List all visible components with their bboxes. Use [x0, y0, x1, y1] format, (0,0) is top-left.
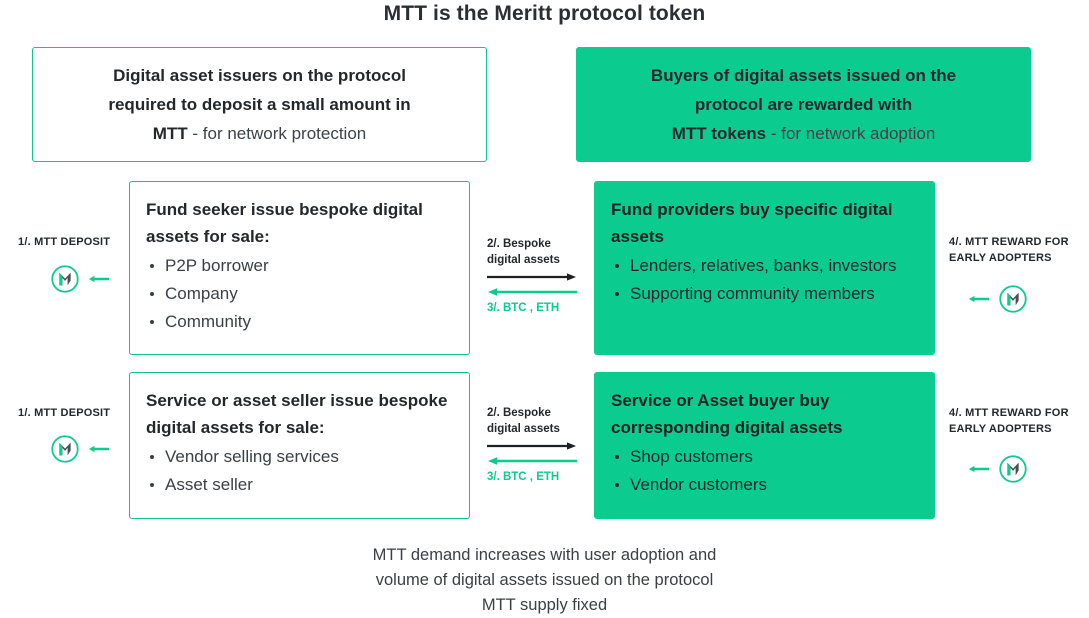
banner-line: required to deposit a small amount in — [108, 90, 410, 119]
arrow-left-icon — [488, 288, 577, 296]
mtt-token-logo — [999, 285, 1027, 313]
flow-label-line1: 2/. Bespoke — [487, 407, 551, 419]
arrow-left-icon — [88, 445, 110, 453]
mtt-token-logo — [51, 265, 79, 293]
panel-heading: Fund providers buy specific digital asse… — [611, 200, 893, 246]
list-item: P2P borrower — [146, 252, 453, 280]
panel-service-asset-buyer: Service or Asset buyer buy corresponding… — [594, 372, 935, 519]
list-item: Asset seller — [146, 471, 453, 499]
left-note-group-1 — [50, 264, 110, 294]
panel-fund-seeker: Fund seeker issue bespoke digital assets… — [129, 181, 470, 355]
banner-line: Digital asset issuers on the protocol — [113, 61, 406, 90]
panel-heading: Service or Asset buyer buy corresponding… — [611, 391, 843, 437]
banner-strong-text: Digital asset issuers on the protocol — [113, 66, 406, 85]
panel-body: Service or asset seller issue bespoke di… — [130, 373, 469, 518]
panel-list: P2P borrower Company Community — [146, 252, 453, 336]
flow-group-1: 2/. Bespoke digital assets 3/. BTC , ETH — [487, 236, 583, 316]
arrow-left-icon — [968, 465, 990, 473]
list-item: Company — [146, 280, 453, 308]
flow-label-bottom: 3/. BTC , ETH — [487, 302, 560, 314]
flow-arrows — [487, 272, 583, 299]
list-item: Vendor selling services — [146, 443, 453, 471]
right-note-label-1: 4/. MTT REWARD FOR EARLY ADOPTERS — [949, 234, 1089, 266]
right-note-line1: 4/. MTT REWARD FOR — [949, 236, 1069, 248]
left-note-label-1: 1/. MTT DEPOSIT — [18, 236, 111, 248]
footer-line-3: MTT supply fixed — [481, 596, 608, 614]
footer-line-1: MTT demand increases with user adoption … — [372, 546, 717, 564]
flow-label-bottom: 3/. BTC , ETH — [487, 471, 560, 483]
panel-body: Service or Asset buyer buy corresponding… — [595, 373, 934, 518]
panel-fund-providers: Fund providers buy specific digital asse… — [594, 181, 935, 355]
arrow-right-icon — [487, 273, 576, 281]
flow-arrows — [487, 441, 583, 468]
banner-soft-text: - for network adoption — [766, 124, 936, 143]
banner-line: MTT - for network protection — [153, 119, 367, 148]
banner-line: MTT tokens - for network adoption — [672, 119, 936, 148]
left-note-group-2 — [50, 434, 110, 464]
panel-body: Fund seeker issue bespoke digital assets… — [130, 182, 469, 354]
panel-body: Fund providers buy specific digital asse… — [595, 182, 934, 354]
flow-label-line2: digital assets — [487, 254, 560, 266]
flow-label-line1: 2/. Bespoke — [487, 238, 551, 250]
arrow-left-icon — [968, 295, 990, 303]
panel-list: Lenders, relatives, banks, investors Sup… — [611, 252, 918, 308]
right-note-label-2: 4/. MTT REWARD FOR EARLY ADOPTERS — [949, 405, 1089, 437]
banner-strong-text: MTT — [152, 124, 188, 143]
banner-issuers: Digital asset issuers on the protocol re… — [32, 47, 487, 162]
list-item: Community — [146, 308, 453, 336]
left-note-label-2: 1/. MTT DEPOSIT — [18, 407, 111, 419]
flow-group-2: 2/. Bespoke digital assets 3/. BTC , ETH — [487, 405, 583, 485]
banner-strong-text: required to deposit a small amount in — [108, 95, 411, 114]
right-note-line2: EARLY ADOPTERS — [949, 252, 1052, 264]
panel-service-asset-seller: Service or asset seller issue bespoke di… — [129, 372, 470, 519]
banner-line: Buyers of digital assets issued on the — [651, 61, 956, 90]
panel-list: Vendor selling services Asset seller — [146, 443, 453, 499]
arrow-left-icon — [488, 457, 577, 465]
page-title: MTT is the Meritt protocol token — [383, 2, 706, 25]
list-item: Vendor customers — [611, 471, 918, 499]
list-item: Lenders, relatives, banks, investors — [611, 252, 918, 280]
arrow-right-icon — [487, 442, 576, 450]
banner-buyers: Buyers of digital assets issued on the p… — [576, 47, 1031, 162]
right-note-line2: EARLY ADOPTERS — [949, 423, 1052, 435]
right-note-group-2 — [968, 454, 1028, 484]
mtt-token-logo — [51, 435, 79, 463]
footer-note: MTT demand increases with user adoption … — [0, 543, 1089, 618]
panel-heading: Fund seeker issue bespoke digital assets… — [146, 200, 423, 246]
list-item: Shop customers — [611, 443, 918, 471]
mtt-token-logo — [999, 455, 1027, 483]
arrow-left-icon — [88, 275, 110, 283]
banner-strong-text: Buyers of digital assets issued on the — [650, 66, 957, 85]
right-note-line1: 4/. MTT REWARD FOR — [949, 407, 1069, 419]
panel-heading: Service or asset seller issue bespoke di… — [146, 391, 448, 437]
footer-line-2: volume of digital assets issued on the p… — [375, 571, 714, 589]
banner-strong-text: MTT tokens — [671, 124, 767, 143]
flow-label-line2: digital assets — [487, 423, 560, 435]
right-note-group-1 — [968, 284, 1028, 314]
banner-line: protocol are rewarded with — [695, 90, 912, 119]
panel-list: Shop customers Vendor customers — [611, 443, 918, 499]
list-item: Supporting community members — [611, 280, 918, 308]
banner-soft-text: - for network protection — [187, 124, 367, 143]
banner-strong-text: protocol are rewarded with — [694, 95, 913, 114]
